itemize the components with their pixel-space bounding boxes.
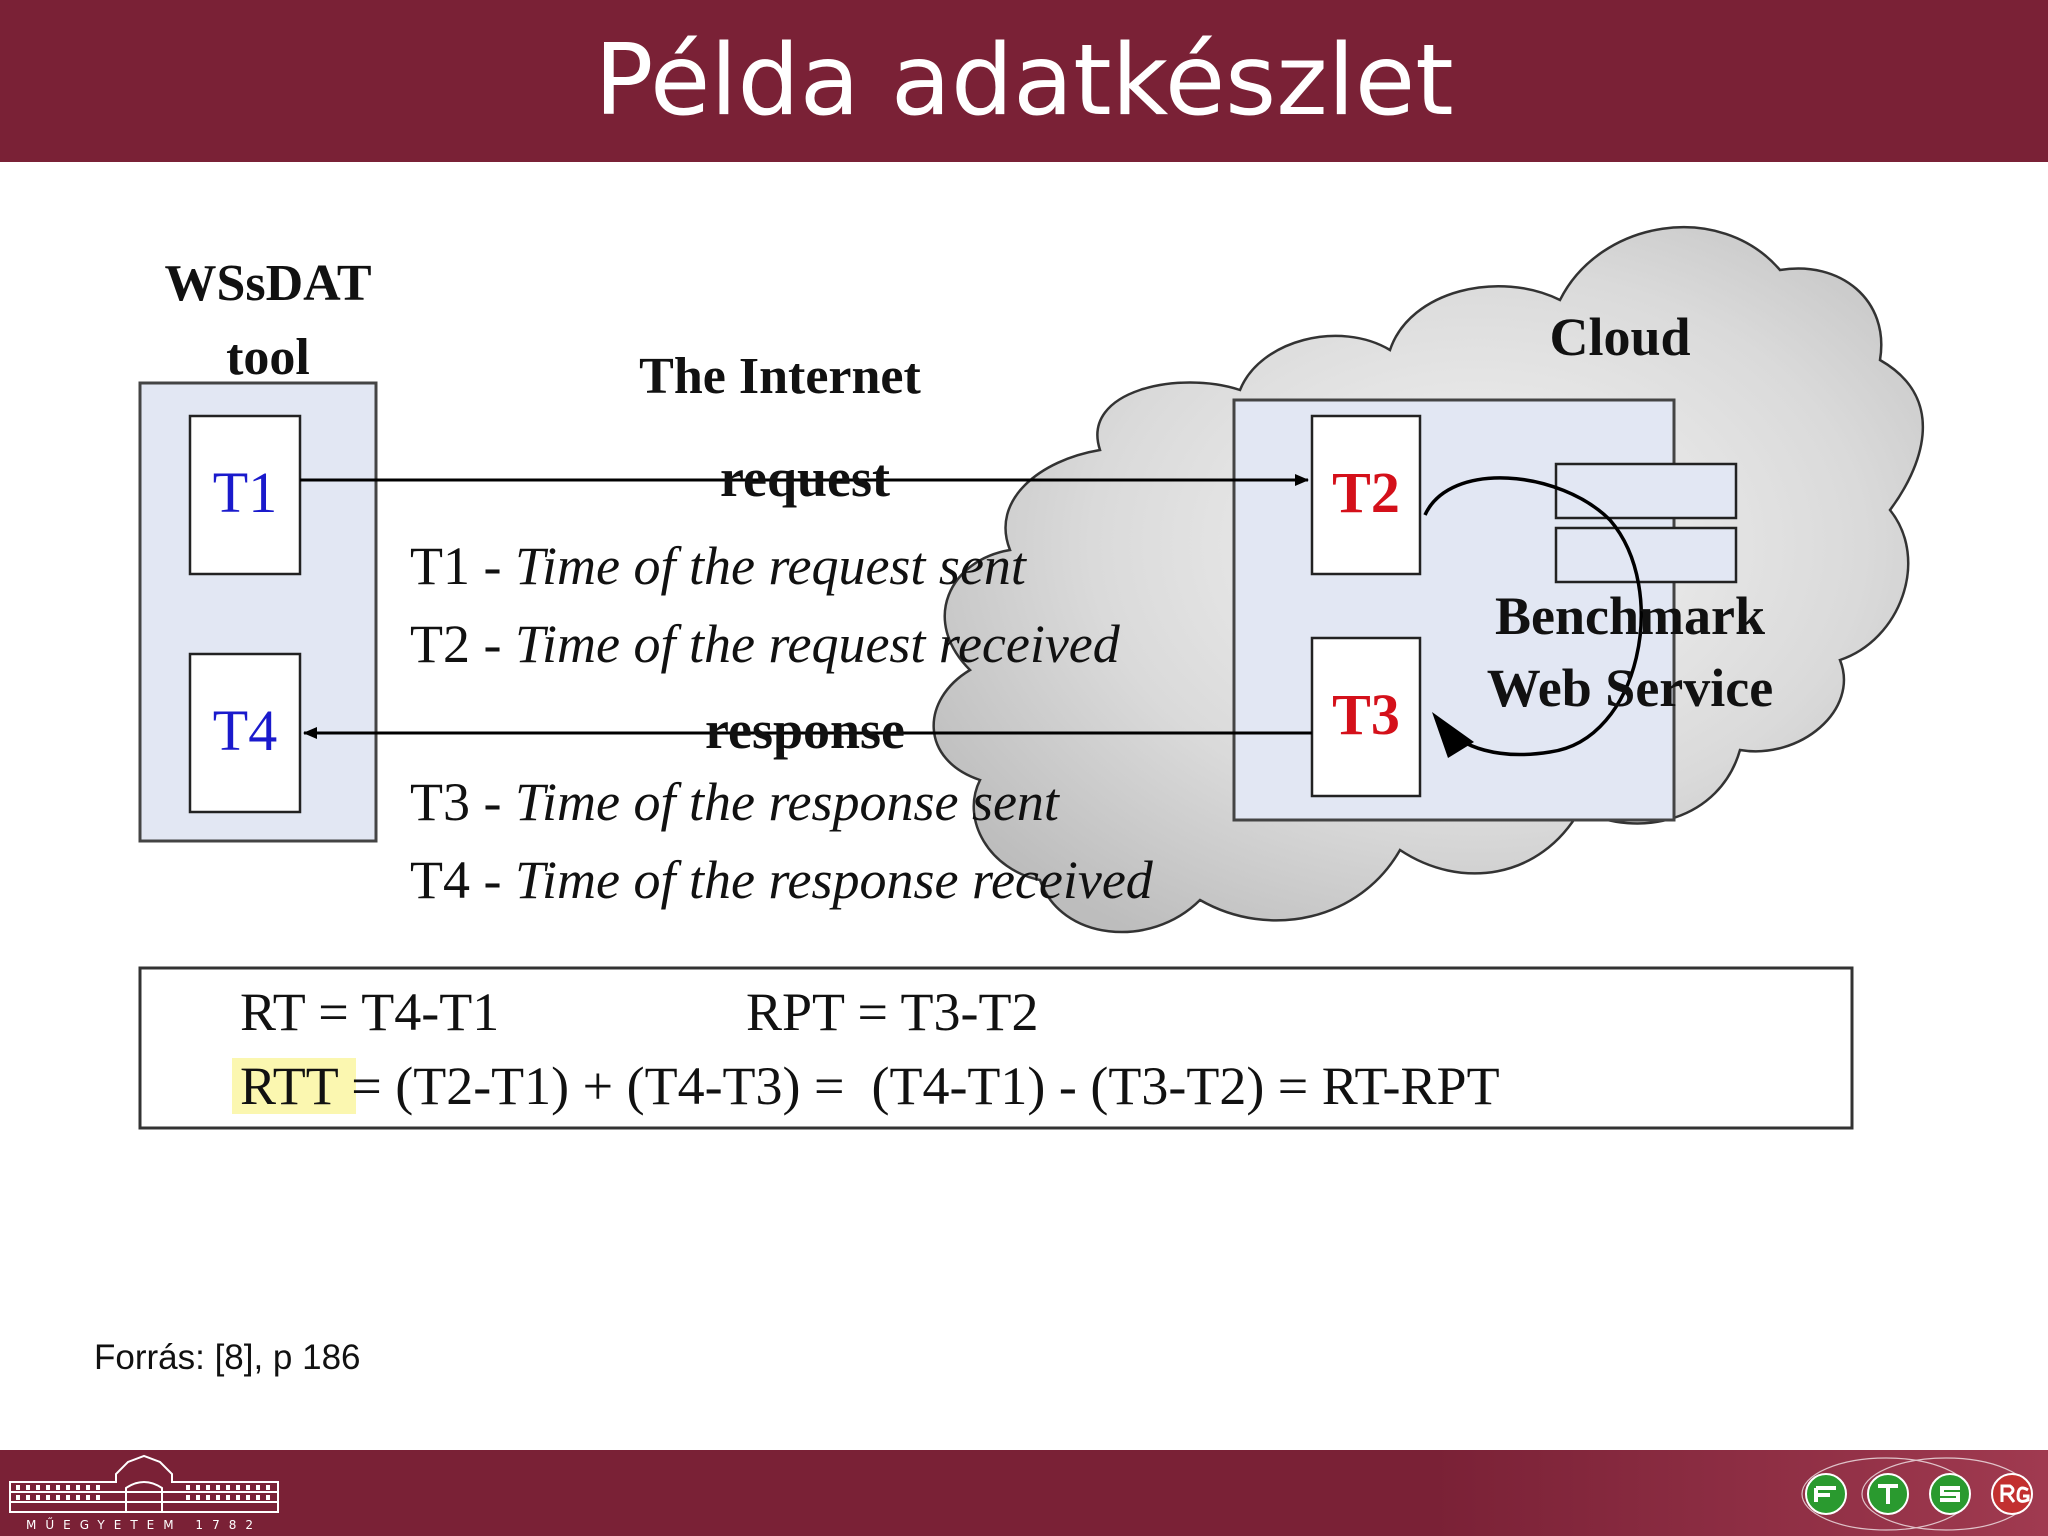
cloud-label: Cloud [1549,307,1690,367]
internet-label: The Internet [639,348,921,405]
desc-t3: T3 - Time of the response sent [410,772,1061,832]
formula-rpt: RPT = T3-T2 [746,982,1039,1042]
t1-label: T1 [213,460,277,525]
svg-text:MŰEGYETEM 1782: MŰEGYETEM 1782 [26,1517,262,1532]
formula-box [138,966,1854,1130]
t4-label: T4 [213,698,277,763]
rtt-highlight [232,1058,356,1114]
service-component-bottom [1554,526,1738,584]
service-label-line2: Web Service [1487,658,1773,718]
desc-t2: T2 - Time of the request received [410,614,1121,674]
t2-box [1310,414,1422,576]
response-label: response [705,700,905,760]
t1-box [188,414,302,576]
service-label-line1: Benchmark [1495,586,1765,646]
t2-label: T2 [1332,460,1400,525]
footer-bar [0,1450,2048,1536]
client-label-line1: WSsDAT [164,255,371,312]
desc-t1: T1 - Time of the request sent [410,536,1028,596]
client-label-line2: tool [226,329,310,386]
t3-label: T3 [1332,682,1400,747]
t4-box [188,652,302,814]
desc-t4: T4 - Time of the response received [410,850,1154,910]
header-bar [0,0,2048,162]
ftsrg-logo [1801,1457,2033,1531]
formula-rtt: RTT = (T2-T1) + (T4-T3) = (T4-T1) - (T3-… [240,1056,1500,1116]
t3-box [1310,636,1422,798]
university-building-logo: MŰEGYETEM 1782 [9,1454,279,1532]
service-component-top [1554,462,1738,520]
formula-rt: RT = T4-T1 [240,982,499,1042]
request-label: request [720,448,890,508]
slide-title: Példa adatkészlet [594,24,1454,138]
processing-loop [1423,476,1643,757]
source-citation: Forrás: [8], p 186 [94,1338,361,1377]
loop-arrowhead [1432,712,1474,758]
